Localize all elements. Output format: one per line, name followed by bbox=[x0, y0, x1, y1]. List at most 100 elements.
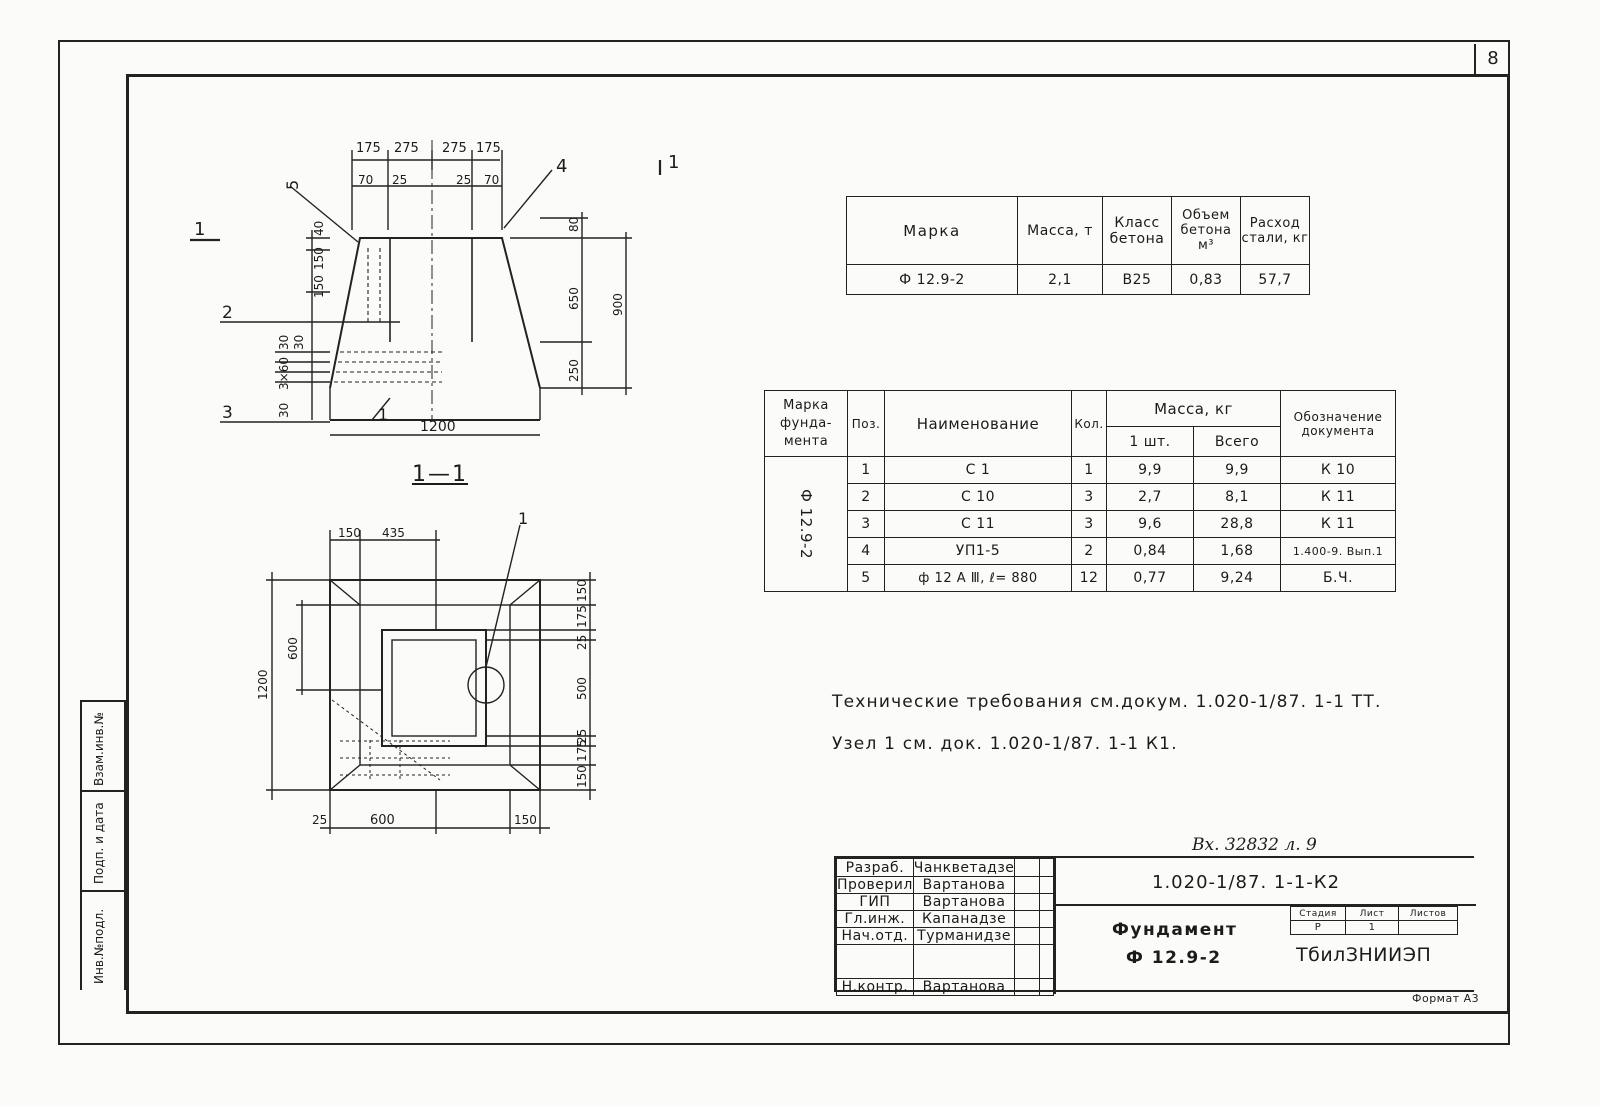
role-name-7: Вартанова bbox=[912, 978, 1016, 996]
summary-cell-mass: 2,1 bbox=[1017, 264, 1103, 295]
spec-r4-pos: 4 bbox=[847, 537, 885, 565]
spec-r1-pos: 1 bbox=[847, 456, 885, 484]
role-name-1: Чанкветадзе bbox=[912, 858, 1016, 877]
plan-dim-left-inner: 600 bbox=[286, 637, 300, 660]
spec-r3-one: 9,6 bbox=[1106, 510, 1194, 538]
side-stamp-signature: Подп. и дата bbox=[80, 790, 126, 890]
role-signature-7 bbox=[1014, 978, 1040, 996]
role-signature-5 bbox=[1014, 927, 1040, 945]
dim-left-1: 40 bbox=[312, 221, 326, 236]
role-label-1: Разраб. bbox=[836, 858, 914, 877]
spec-r4-all: 1,68 bbox=[1193, 537, 1281, 565]
role-name-4: Капанадзе bbox=[912, 910, 1016, 928]
spec-r4-one: 0,84 bbox=[1106, 537, 1194, 565]
sheet-value: 1 bbox=[1345, 920, 1399, 935]
spec-r2-doc: К 11 bbox=[1280, 483, 1396, 511]
spec-header-mass: Масса, кг bbox=[1106, 390, 1281, 427]
role-label-3: ГИП bbox=[836, 893, 914, 911]
plan-view: 1 150 435 1200 600 150 175 25 500 25 175… bbox=[256, 510, 596, 834]
spec-r2-all: 8,1 bbox=[1193, 483, 1281, 511]
spec-r5-one: 0,77 bbox=[1106, 564, 1194, 592]
spec-r3-pos: 3 bbox=[847, 510, 885, 538]
sheets-label: Листов bbox=[1398, 906, 1458, 921]
plan-dim-left-total: 1200 bbox=[256, 669, 270, 700]
dim-top-2: 275 bbox=[394, 141, 419, 156]
spec-r2-qty: 3 bbox=[1071, 483, 1107, 511]
spec-r1-name: С 1 bbox=[884, 456, 1072, 484]
inventory-reference: Вх. 32832 л. 9 bbox=[1192, 835, 1317, 855]
summary-table: Марка Масса, т Класс бетона Объем бетона… bbox=[846, 196, 1310, 295]
plan-dim-bottom-1: 25 bbox=[312, 813, 327, 827]
plan-node-label: 1 bbox=[518, 510, 528, 528]
side-stamp-replace: Взам.инв.№ bbox=[80, 700, 126, 790]
spec-header-doc: Обозначение документа bbox=[1280, 390, 1396, 457]
spec-mark-value: Ф 12.9-2 bbox=[797, 488, 815, 560]
sheet-label: Лист bbox=[1345, 906, 1399, 921]
spec-r3-qty: 3 bbox=[1071, 510, 1107, 538]
spec-r2-name: С 10 bbox=[884, 483, 1072, 511]
doc-code: 1.020-1/87. 1-1-К2 bbox=[1152, 872, 1341, 893]
spec-r4-doc: 1.400-9. Вып.1 bbox=[1280, 537, 1396, 565]
leader-label-4: 4 bbox=[556, 156, 567, 177]
summary-cell-mark: Ф 12.9-2 bbox=[846, 264, 1018, 295]
spec-r1-doc: К 10 bbox=[1280, 456, 1396, 484]
plan-dim-bottom-2: 600 bbox=[370, 813, 395, 828]
dim-second-1: 70 bbox=[358, 173, 373, 187]
summary-cell-volume: 0,83 bbox=[1171, 264, 1241, 295]
dim-top-3: 275 bbox=[442, 141, 467, 156]
role-name-3: Вартанова bbox=[912, 893, 1016, 911]
role-signature-2 bbox=[1014, 876, 1040, 894]
spec-r1-all: 9,9 bbox=[1193, 456, 1281, 484]
plan-dim-right-1: 150 bbox=[575, 579, 589, 602]
plan-dim-right-3: 25 bbox=[575, 635, 589, 650]
spec-r4-qty: 2 bbox=[1071, 537, 1107, 565]
summary-header-steel: Расход стали, кг bbox=[1240, 196, 1310, 265]
dim-bottom: 1200 bbox=[420, 419, 456, 435]
plan-dim-bottom-3: 150 bbox=[514, 813, 537, 827]
stage-label: Стадия bbox=[1290, 906, 1346, 921]
plan-dim-right-7: 150 bbox=[575, 765, 589, 788]
plan-dim-right-6: 175 bbox=[575, 739, 589, 762]
dim-top-4: 175 bbox=[476, 141, 501, 156]
sheet-format: Формат А3 bbox=[1412, 992, 1480, 1005]
role-name-2: Вартанова bbox=[912, 876, 1016, 894]
spec-header-mass-all: Всего bbox=[1193, 426, 1281, 457]
spec-r5-pos: 5 bbox=[847, 564, 885, 592]
spec-r5-doc: Б.Ч. bbox=[1280, 564, 1396, 592]
role-label-7: Н.контр. bbox=[836, 978, 914, 996]
spec-header-mass-one: 1 шт. bbox=[1106, 426, 1194, 457]
spec-r2-pos: 2 bbox=[847, 483, 885, 511]
summary-header-class: Класс бетона bbox=[1102, 196, 1172, 265]
role-name-5: Турманидзе bbox=[912, 927, 1016, 945]
leader-label-2: 2 bbox=[222, 303, 233, 323]
leader-label-5: 5 bbox=[283, 180, 302, 190]
sheet-number: 8 bbox=[1474, 44, 1510, 74]
drawing-title-line2: Ф 12.9-2 bbox=[1126, 948, 1222, 968]
dim-right-total: 900 bbox=[611, 293, 625, 316]
foundation-outline bbox=[329, 237, 541, 389]
role-signature-1 bbox=[1014, 858, 1040, 877]
plan-dim-right-5: 25 bbox=[575, 729, 589, 744]
dim-left-6: 3×60 bbox=[277, 357, 291, 390]
spec-r1-qty: 1 bbox=[1071, 456, 1107, 484]
dim-right-3: 250 bbox=[567, 359, 581, 382]
dim-second-3: 25 bbox=[456, 173, 471, 187]
plan-dim-top-1: 150 bbox=[338, 526, 361, 540]
stage-value: Р bbox=[1290, 920, 1346, 935]
dim-left-5: 30 bbox=[292, 335, 306, 350]
dim-second-4: 70 bbox=[484, 173, 499, 187]
note-technical-requirements: Технические требования см.докум. 1.020-1… bbox=[832, 692, 1382, 712]
role-label-4: Гл.инж. bbox=[836, 910, 914, 928]
summary-cell-steel: 57,7 bbox=[1240, 264, 1310, 295]
spec-r2-one: 2,7 bbox=[1106, 483, 1194, 511]
spec-r3-all: 28,8 bbox=[1193, 510, 1281, 538]
plan-dim-right-4: 500 bbox=[575, 677, 589, 700]
section-title: 1—1 bbox=[412, 462, 468, 487]
spec-mark-cell: Ф 12.9-2 bbox=[764, 456, 848, 592]
spec-r5-name: ф 12 А Ⅲ, ℓ= 880 bbox=[884, 564, 1072, 592]
dim-left-4: 30 bbox=[277, 335, 291, 350]
side-stamp-inventory: Инв.№подл. bbox=[80, 890, 126, 990]
